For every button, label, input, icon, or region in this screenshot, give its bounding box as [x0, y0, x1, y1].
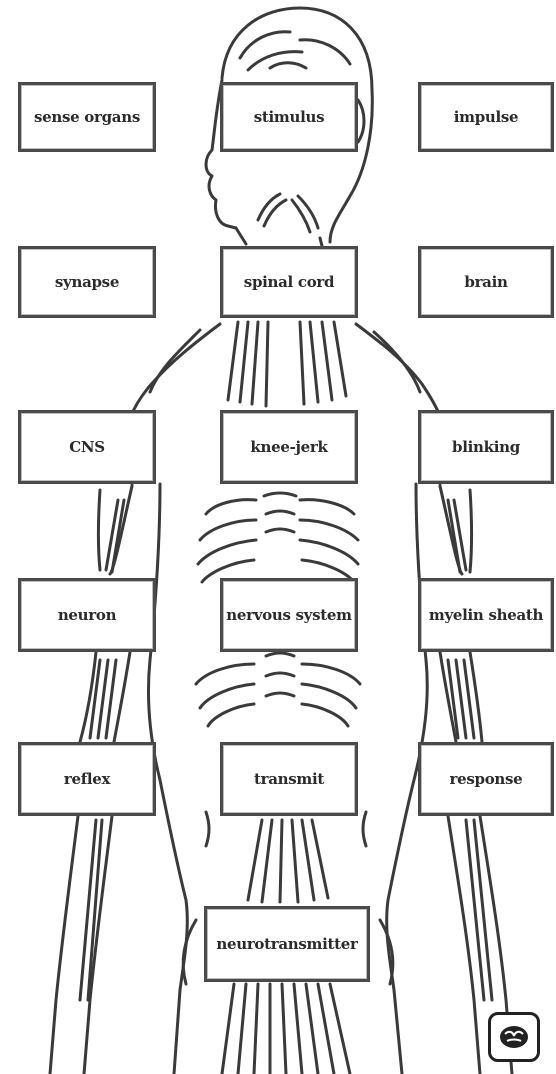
term-reflex[interactable]: reflex — [18, 742, 156, 816]
term-spinal-cord[interactable]: spinal cord — [220, 246, 358, 318]
term-transmit[interactable]: transmit — [220, 742, 358, 816]
term-blinking[interactable]: blinking — [418, 410, 554, 484]
term-brain[interactable]: brain — [418, 246, 554, 318]
term-response[interactable]: response — [418, 742, 554, 816]
term-stimulus[interactable]: stimulus — [220, 82, 358, 152]
term-nervous-system[interactable]: nervous system — [220, 578, 358, 652]
term-neurotransmitter[interactable]: neurotransmitter — [204, 906, 370, 982]
brain-logo-glyph-icon — [497, 1022, 531, 1052]
term-sense-organs[interactable]: sense organs — [18, 82, 156, 152]
term-impulse[interactable]: impulse — [418, 82, 554, 152]
brain-logo-icon — [488, 1012, 540, 1062]
term-cns[interactable]: CNS — [18, 410, 156, 484]
term-neuron[interactable]: neuron — [18, 578, 156, 652]
term-myelin-sheath[interactable]: myelin sheath — [418, 578, 554, 652]
term-knee-jerk[interactable]: knee-jerk — [220, 410, 358, 484]
term-synapse[interactable]: synapse — [18, 246, 156, 318]
